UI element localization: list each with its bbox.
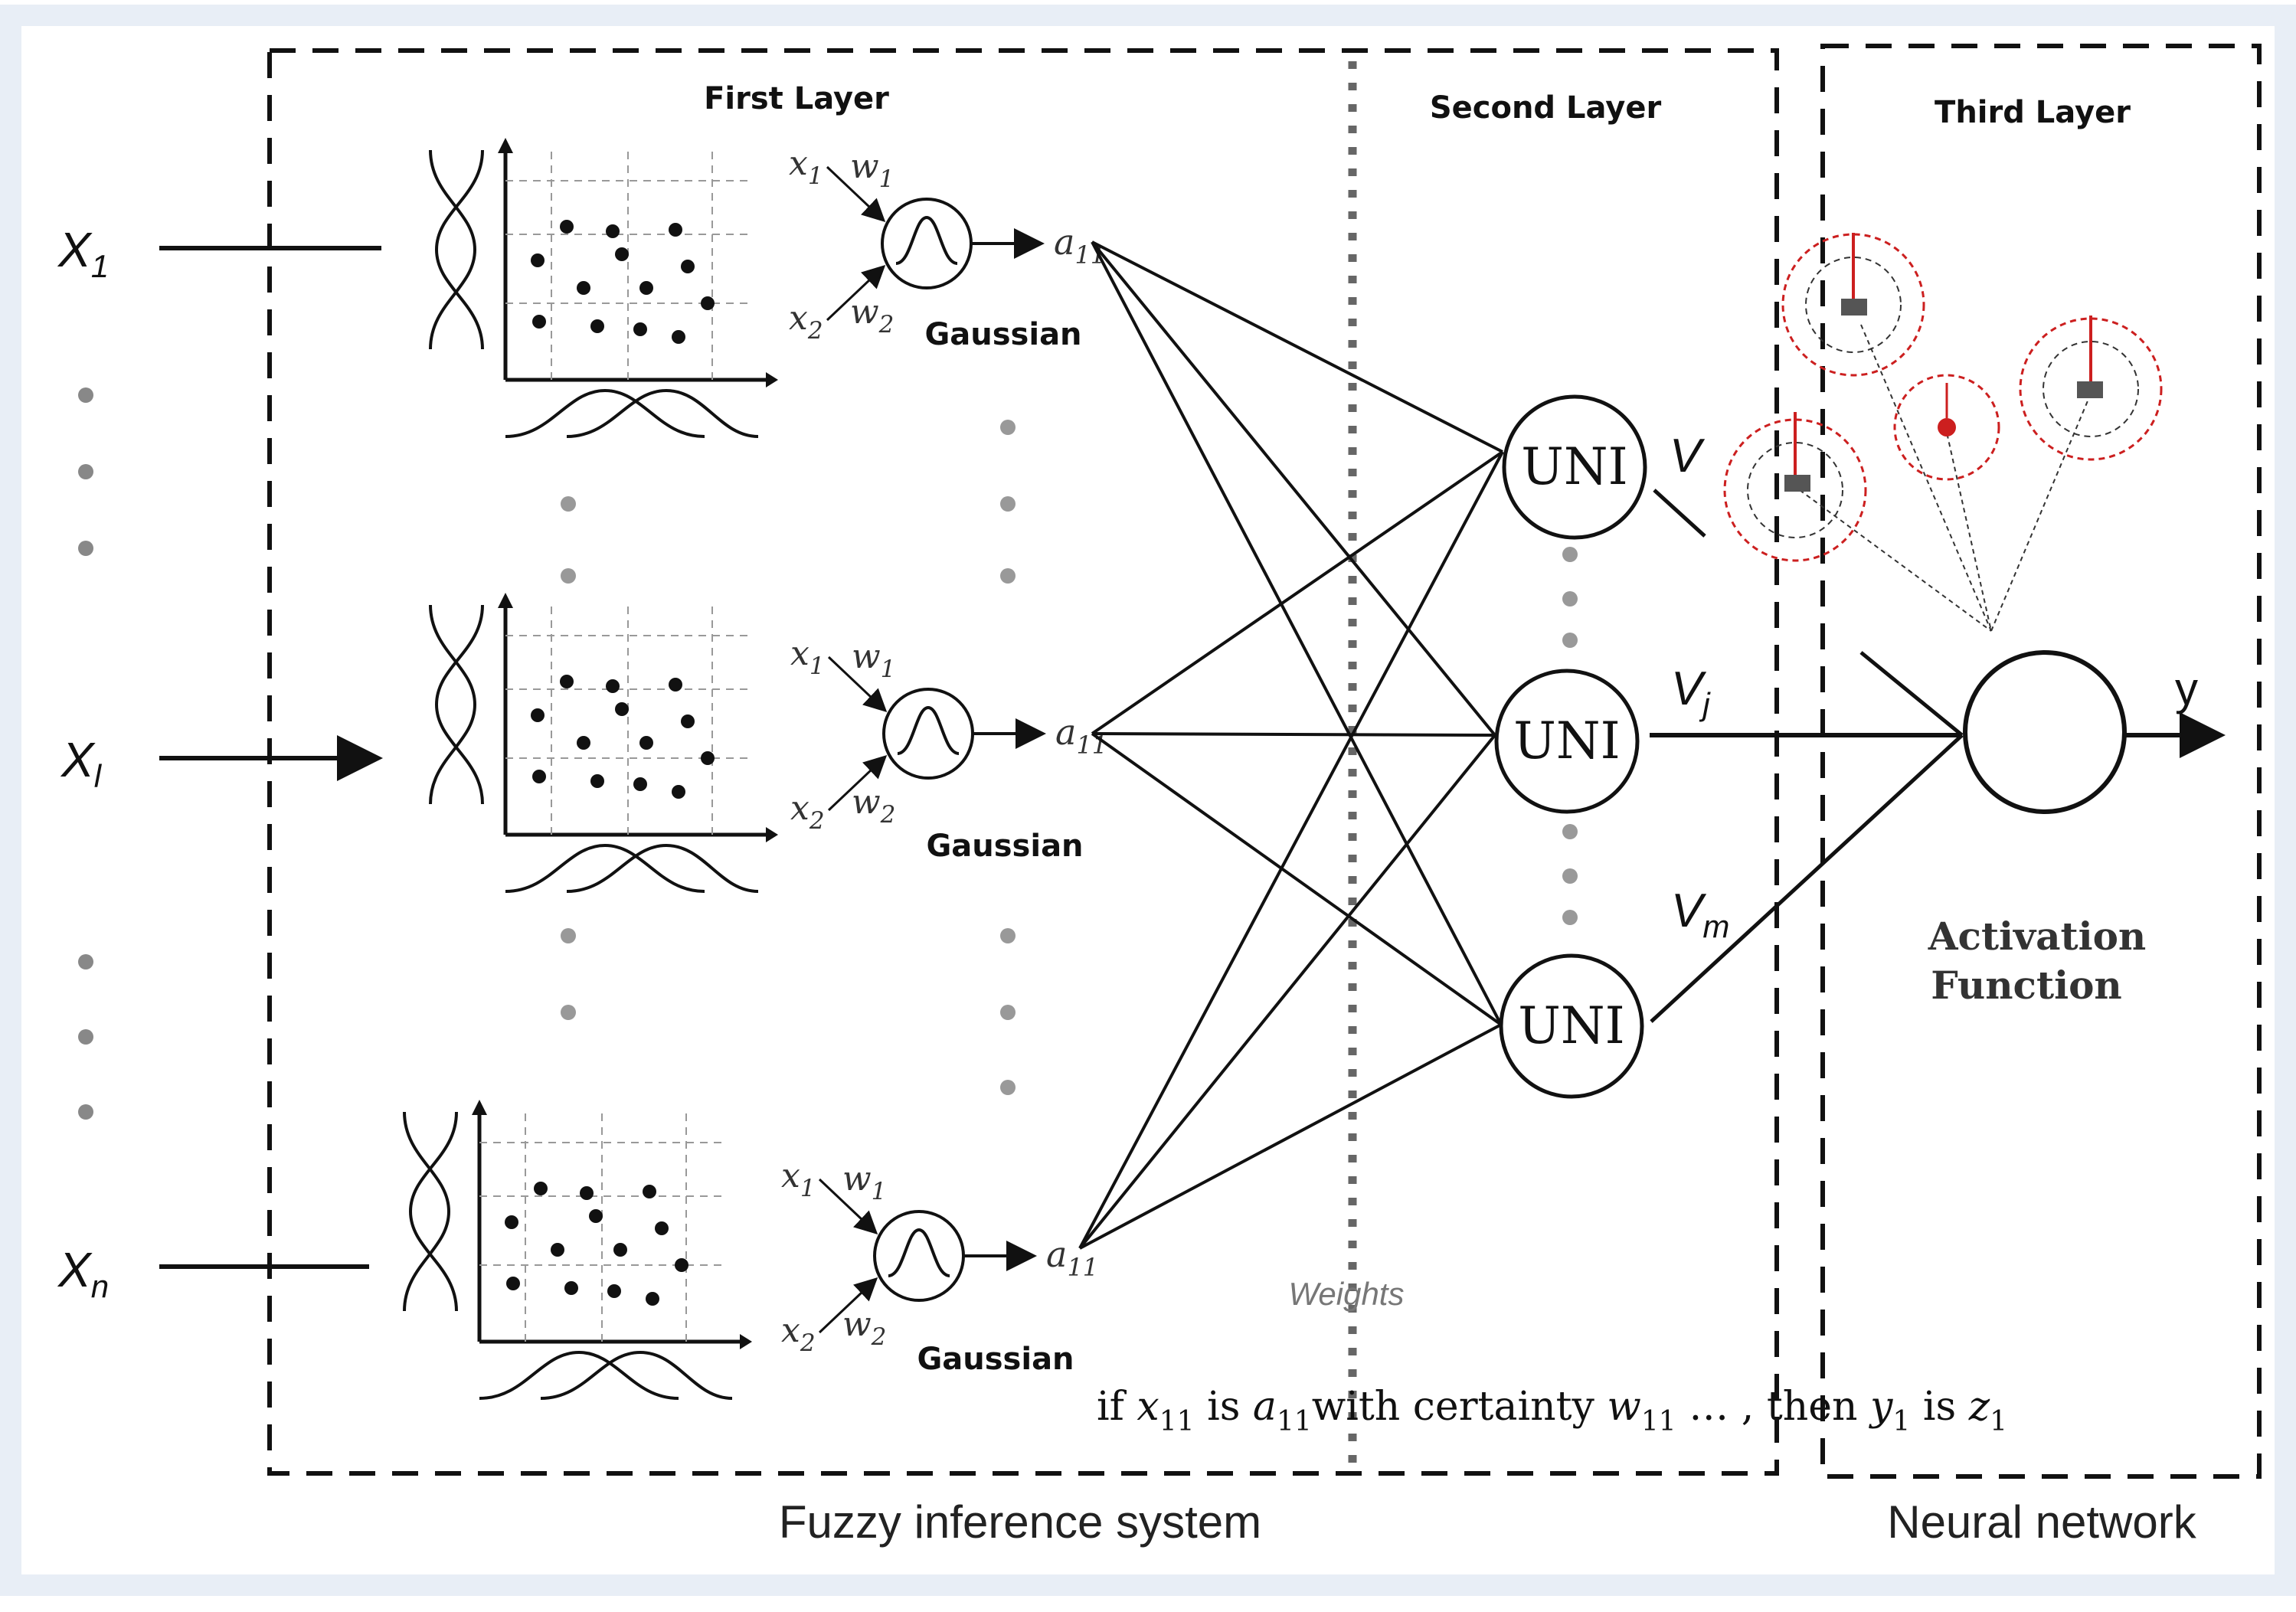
neural-network-caption: Neural network	[1887, 1496, 2197, 1548]
weight-connection-line	[1091, 240, 1503, 453]
gaussian-output-label: a11	[1046, 1234, 1098, 1282]
gaussian-node: x1 w1 x2 w2 a11	[790, 634, 1107, 835]
neural-network-box	[1820, 44, 2262, 1479]
activation-label-line1: Activation	[1928, 914, 2147, 959]
gaussian-node: x1 w1 x2 w2 a11	[789, 144, 1106, 345]
weight-connections	[1078, 240, 1504, 1250]
weight-connection-line	[1091, 240, 1496, 737]
gaussian-x2-label: x2	[789, 299, 823, 345]
uni-label: UNI	[1518, 996, 1624, 1055]
input-xl: Xl	[60, 732, 383, 794]
outer-frame	[0, 5, 2296, 1596]
cluster-plot	[429, 593, 778, 893]
gaussian-x1-label: x1	[790, 634, 825, 680]
gaussian-w1-label: w1	[852, 637, 895, 683]
cluster-plot	[403, 1100, 752, 1400]
svg-text:Xl: Xl	[60, 732, 103, 794]
fuzzy-system-caption: Fuzzy inference system	[779, 1496, 1261, 1548]
svg-text:Vj: Vj	[1671, 662, 1711, 722]
gaussian-w1-label: w1	[842, 1159, 886, 1205]
gaussian-w2-label: w2	[850, 293, 894, 338]
uni-node: UNI	[1494, 669, 1640, 814]
weight-connection-line	[1078, 451, 1504, 1249]
weights-label: Weights	[1289, 1276, 1405, 1312]
gaussian-x2-label: x2	[790, 789, 825, 835]
weight-connection-line	[1091, 732, 1496, 737]
sensor-illustration	[1723, 233, 2163, 632]
gaussian-x1-label: x1	[789, 144, 823, 190]
gaussian-x1-label: x1	[781, 1156, 816, 1202]
output-y-label: y	[2175, 663, 2198, 714]
vj-link: Vj	[1650, 662, 1962, 737]
weight-connection-line	[1091, 241, 1503, 1025]
uni-node: UNI	[1502, 394, 1647, 540]
weight-connection-line	[1079, 1023, 1502, 1250]
vm-link: Vm	[1650, 734, 1964, 1023]
input-xn: Xn	[57, 1242, 369, 1304]
gaussian-label: Gaussian	[917, 1342, 1074, 1377]
uni-label: UNI	[1513, 711, 1620, 770]
activation-node: y	[1963, 650, 2226, 814]
gaussian-label: Gaussian	[924, 317, 1081, 352]
gaussian-node: x1 w1 x2 w2 a11	[781, 1156, 1098, 1357]
svg-text:V: V	[1670, 430, 1706, 482]
layer1-ellipsis-dots	[561, 420, 1578, 1095]
input-x1: X1	[57, 222, 381, 284]
uni-label: UNI	[1521, 437, 1627, 496]
second-layer-title: Second Layer	[1430, 90, 1662, 126]
gaussian-w2-label: w2	[852, 783, 895, 829]
third-layer-title: Third Layer	[1935, 95, 2131, 130]
fuzzy-rule-text: if x11 is a11with certainty w11 … , then…	[1097, 1384, 2007, 1437]
svg-text:X1: X1	[57, 222, 109, 284]
input-ellipsis-dots	[78, 387, 93, 1120]
gaussian-label: Gaussian	[926, 829, 1083, 864]
weight-connection-line	[1091, 732, 1503, 1026]
first-layer-title: First Layer	[704, 81, 889, 116]
cluster-plot	[429, 138, 778, 438]
gaussian-x2-label: x2	[781, 1311, 816, 1357]
weight-connection-line	[1078, 734, 1496, 1250]
activation-label-line2: Function	[1931, 963, 2122, 1008]
gaussian-output-label: a11	[1055, 711, 1107, 760]
svg-text:Vm: Vm	[1671, 884, 1729, 944]
v1-link: V	[1653, 430, 1706, 538]
fuzzy-system-box	[267, 48, 1779, 1476]
gaussian-w2-label: w2	[842, 1305, 886, 1351]
third-layer-input-line	[1859, 651, 1964, 737]
gaussian-w1-label: w1	[850, 147, 894, 193]
svg-text:Xn: Xn	[57, 1242, 109, 1304]
weight-connection-line	[1091, 450, 1504, 735]
uni-node: UNI	[1499, 953, 1644, 1099]
gaussian-output-label: a11	[1054, 221, 1106, 270]
